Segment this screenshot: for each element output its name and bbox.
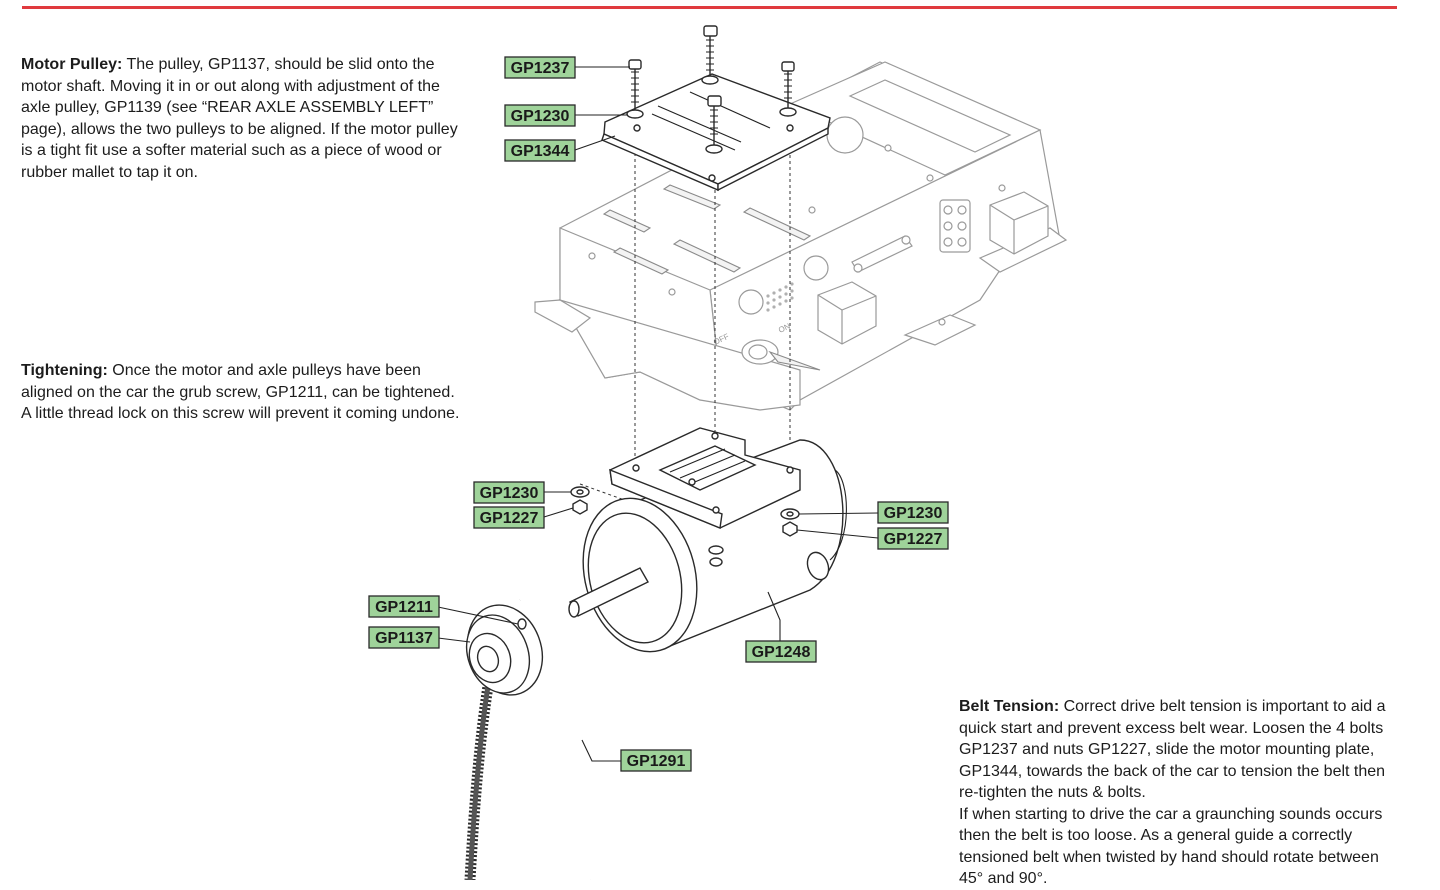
tightening-body: Once the motor and axle pulleys have bee…	[21, 362, 460, 422]
relay-right	[989, 191, 1049, 255]
label-gp1227-right: GP1227	[877, 527, 949, 550]
belt-tension-body: Correct drive belt tension is important …	[959, 698, 1386, 801]
fuse-block	[939, 199, 971, 253]
svg-text:GP1291: GP1291	[627, 753, 686, 770]
washers-nuts-right	[780, 508, 800, 537]
d-sub-connector	[851, 235, 913, 273]
belt-tension-heading: Belt Tension:	[959, 698, 1060, 715]
top-red-rule	[22, 6, 1397, 9]
svg-text:GP1237: GP1237	[511, 60, 570, 77]
label-gp1230-right: GP1230	[877, 501, 949, 524]
label-gp1248: GP1248	[745, 640, 817, 663]
chassis-tray: OFF ON	[534, 61, 1068, 411]
assembly-guide-lines	[579, 125, 791, 503]
svg-text:GP1137: GP1137	[375, 630, 433, 647]
label-gp1137: GP1137	[368, 626, 440, 649]
svg-text:GP1344: GP1344	[511, 143, 570, 160]
motor	[568, 427, 847, 653]
belt-tension-paragraph: Belt Tension: Correct drive belt tension…	[959, 696, 1399, 890]
svg-text:GP1227: GP1227	[480, 510, 539, 527]
svg-text:GP1230: GP1230	[480, 485, 539, 502]
motor-mounting-plate	[601, 73, 831, 192]
label-gp1211: GP1211	[368, 595, 440, 618]
washers-nuts-left	[570, 486, 590, 515]
motor-pulley-paragraph: Motor Pulley: The pulley, GP1137, should…	[21, 54, 466, 183]
relay-left	[817, 281, 877, 345]
motor-pulley	[465, 604, 544, 696]
motor-pulley-heading: Motor Pulley:	[21, 56, 123, 73]
svg-text:GP1230: GP1230	[511, 108, 570, 125]
label-gp1237: GP1237	[504, 56, 576, 79]
label-gp1230-left: GP1230	[473, 481, 545, 504]
vent-grille	[766, 282, 794, 312]
label-gp1227-left: GP1227	[473, 506, 545, 529]
svg-text:GP1248: GP1248	[752, 644, 811, 661]
motor-pulley-body: The pulley, GP1137, should be slid onto …	[21, 56, 458, 181]
bolts-gp1237	[626, 25, 797, 154]
svg-text:GP1211: GP1211	[375, 599, 433, 616]
label-gp1344: GP1344	[504, 139, 576, 162]
svg-text:GP1230: GP1230	[884, 505, 943, 522]
belt-tension-body-2: If when starting to drive the car a grau…	[959, 805, 1383, 888]
label-gp1230-top: GP1230	[504, 104, 576, 127]
tightening-paragraph: Tightening: Once the motor and axle pull…	[21, 360, 461, 425]
tightening-heading: Tightening:	[21, 362, 108, 379]
label-gp1291: GP1291	[620, 749, 692, 772]
svg-text:GP1227: GP1227	[884, 531, 943, 548]
